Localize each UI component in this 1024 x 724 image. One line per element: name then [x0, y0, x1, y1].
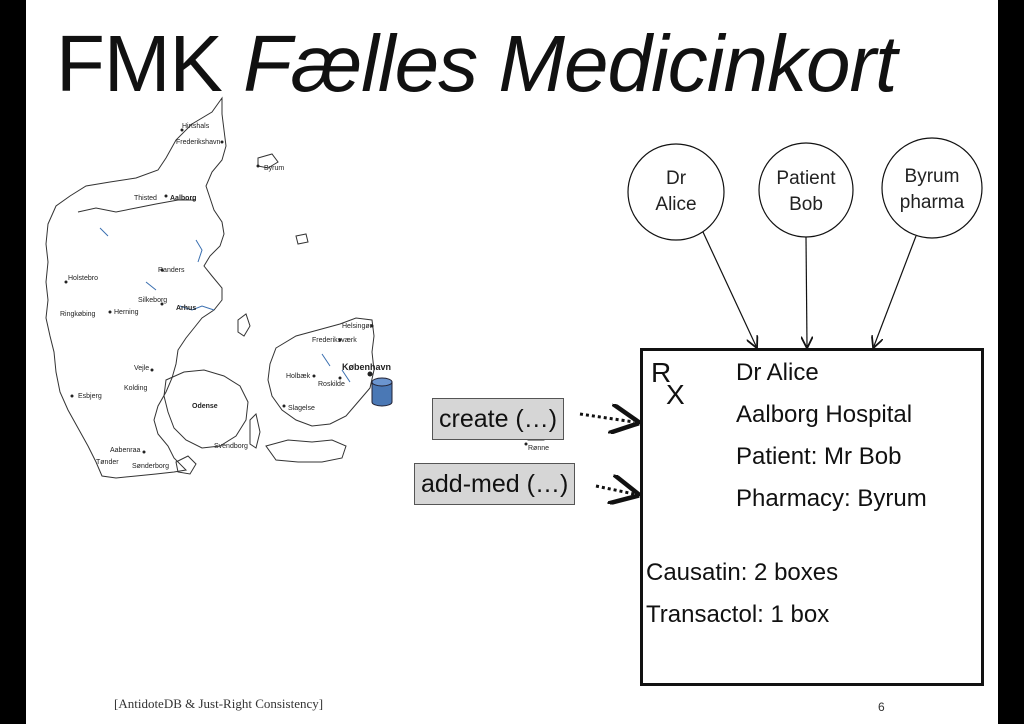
- city-label: Randers: [158, 267, 185, 274]
- actor-label-dr-alice: Dr Alice: [655, 168, 697, 215]
- rx-patient: Patient: Mr Bob: [736, 443, 902, 470]
- rx-symbol-x: X: [666, 379, 685, 410]
- city-label: Hirtshals: [182, 123, 210, 130]
- rx-medication-line: Transactol: 1 box: [646, 601, 830, 628]
- footer-citation: [AntidoteDB & Just-Right Consistency]: [114, 696, 324, 711]
- city-labels: Hirtshals Frederikshavn Byrum Thisted Aa…: [60, 123, 549, 470]
- samso-outline: [237, 313, 251, 337]
- city-label: Esbjerg: [78, 393, 102, 400]
- funen-outline: [163, 369, 249, 449]
- title-main: FMK: [56, 19, 223, 108]
- create-operation: create (…): [432, 398, 565, 440]
- page-number: 6: [878, 700, 885, 714]
- rx-medication-line: Causatin: 2 boxes: [646, 559, 839, 586]
- actor-label-patient-bob: Patient Bob: [776, 168, 836, 215]
- city-label: København: [342, 362, 391, 372]
- city-label: Byrum: [264, 165, 284, 172]
- lakes: [99, 227, 351, 383]
- diagram-svg: [579, 137, 983, 724]
- arrow-create: [579, 414, 634, 422]
- city-label: Herning: [114, 309, 139, 316]
- city-label: Arhus: [176, 305, 196, 312]
- city-label: Sønderborg: [132, 463, 169, 470]
- city-label: Holbæk: [286, 373, 311, 380]
- city-label: Slagelse: [288, 405, 315, 412]
- slide-canvas: FMK Fælles Medicinkort: [26, 0, 998, 724]
- rx-pharmacy: Pharmacy: Byrum: [736, 485, 927, 512]
- limfjord: [77, 199, 196, 213]
- city-label: Frederikshavn: [176, 139, 220, 146]
- city-label: Holstebro: [68, 275, 98, 282]
- city-label: Aalborg: [170, 195, 196, 202]
- prescription-card: R X Dr Alice Aalborg Hospital Patient: M…: [640, 348, 984, 686]
- city-label: Tønder: [96, 459, 119, 466]
- title-italic: Fælles Medicinkort: [243, 19, 897, 108]
- arrow-byrum-pharma: [874, 235, 917, 346]
- city-label: Kolding: [124, 385, 147, 392]
- arrow-patient-bob: [806, 236, 807, 346]
- city-dots: [64, 128, 528, 454]
- actor-circle-byrum-pharma: [881, 137, 983, 239]
- rx-symbol-r: R: [651, 357, 672, 388]
- rx-hospital: Aalborg Hospital: [736, 401, 913, 428]
- denmark-map: Hirtshals Frederikshavn Byrum Thisted Aa…: [45, 96, 555, 479]
- rx-doctor: Dr Alice: [736, 359, 819, 386]
- langeland-outline: [249, 413, 261, 449]
- arrow-dr-alice: [702, 231, 756, 346]
- city-label: Ringkøbing: [60, 311, 96, 318]
- city-label: Rønne: [528, 445, 549, 452]
- city-label: Helsingør: [342, 323, 373, 330]
- database-icon: [371, 377, 393, 407]
- actor-circle-dr-alice: [627, 143, 725, 241]
- als-outline: [175, 455, 197, 475]
- zealand-outline: [267, 317, 375, 427]
- city-label: Odense: [192, 403, 218, 410]
- city-label: Frederiksværk: [312, 337, 357, 344]
- anholt-outline: [295, 233, 309, 245]
- lolland-outline: [265, 439, 347, 463]
- actor-label-byrum-pharma: Byrum pharma: [899, 166, 965, 213]
- city-label: Thisted: [134, 195, 157, 202]
- city-label: Svendborg: [214, 443, 248, 450]
- city-label: Vejle: [134, 365, 149, 372]
- add-med-operation: add-med (…): [414, 463, 576, 505]
- arrow-add-med: [595, 486, 634, 494]
- slide-title: FMK Fælles Medicinkort: [56, 18, 897, 110]
- jutland-outline: [45, 96, 227, 479]
- city-label: Aabenraa: [110, 447, 140, 454]
- city-label: Roskilde: [318, 381, 345, 388]
- city-label: Silkeborg: [138, 297, 167, 304]
